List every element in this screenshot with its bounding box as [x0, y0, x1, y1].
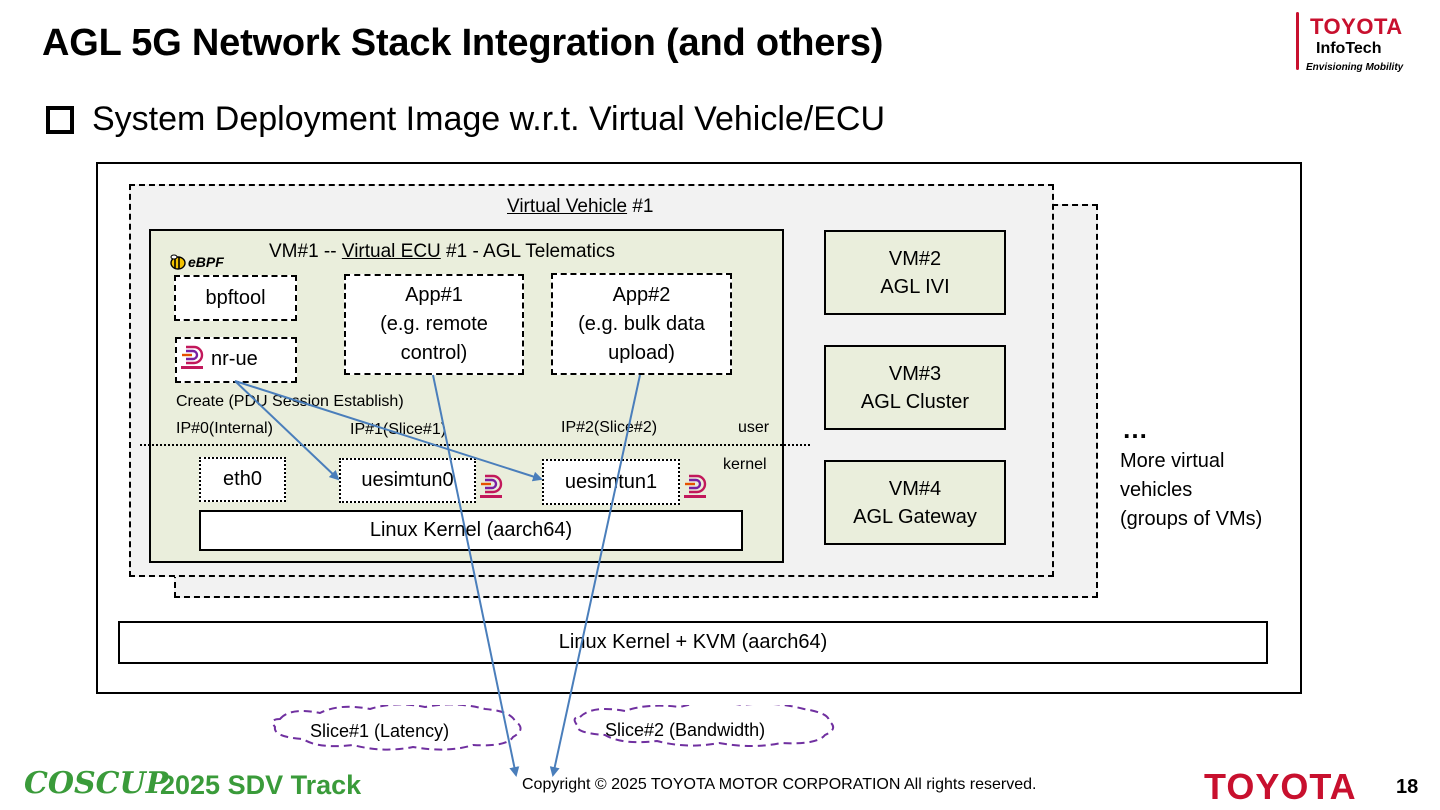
slice2-label: Slice#2 (Bandwidth) — [605, 720, 766, 740]
bee-icon — [170, 254, 186, 270]
copyright-notice: Copyright © 2025 TOYOTA MOTOR CORPORATIO… — [522, 776, 1037, 793]
logo-line2: InfoTech — [1316, 40, 1382, 57]
page-title: AGL 5G Network Stack Integration (and ot… — [42, 22, 884, 64]
ueransim-logo-icon — [181, 345, 204, 369]
nr-ue-label: nr-ue — [211, 348, 258, 370]
ip0-label: IP#0(Internal) — [176, 420, 273, 437]
kernel-space-label: kernel — [723, 456, 767, 473]
user-kernel-divider — [140, 444, 810, 446]
eth0-box: eth0 — [199, 457, 286, 502]
create-pdu-label: Create (PDU Session Establish) — [176, 393, 404, 410]
ueransim-logo-icon — [684, 474, 707, 498]
logo-tagline: Envisioning Mobility — [1306, 62, 1404, 73]
vm1-linux-kernel: Linux Kernel (aarch64) — [199, 510, 743, 551]
logo-line1: TOYOTA — [1310, 14, 1403, 39]
coscup-logo: COSCUP — [24, 766, 169, 801]
slice1-label: Slice#1 (Latency) — [310, 721, 450, 741]
logo-accent-bar — [1296, 12, 1299, 70]
host-linux-kernel-kvm: Linux Kernel + KVM (aarch64) — [118, 621, 1268, 664]
slide-subtitle: System Deployment Image w.r.t. Virtual V… — [46, 100, 885, 139]
uesimtun1-box: uesimtun1 — [542, 459, 680, 505]
subtitle-text: System Deployment Image w.r.t. Virtual V… — [92, 100, 886, 138]
user-space-label: user — [738, 419, 770, 436]
ueransim-logo-icon — [480, 474, 503, 498]
virtual-vehicle-title: Virtual Vehicle #1 — [507, 196, 654, 217]
ip1-label: IP#1(Slice#1) — [350, 421, 447, 438]
bpftool-box: bpftool — [174, 275, 297, 321]
uesimtun0-box: uesimtun0 — [339, 458, 476, 503]
more-vehicles-label: More virtual vehicles (groups of VMs) — [1120, 450, 1263, 530]
host-system-box — [96, 162, 1302, 694]
vm1-title: VM#1 -- Virtual ECU #1 - AGL Telematics — [269, 241, 616, 262]
page-number: 18 — [1396, 776, 1419, 798]
more-dots: … — [1122, 414, 1148, 444]
track-label: 2025 SDV Track — [160, 770, 362, 800]
toyota-brand-logo: TOYOTA — [1204, 766, 1357, 807]
ip2-label: IP#2(Slice#2) — [561, 419, 658, 436]
checkbox-square-icon — [46, 105, 74, 134]
toyota-infotech-logo: TOYOTA InfoTech Envisioning Mobility — [1292, 8, 1424, 80]
nr-ue-box: nr-ue — [175, 337, 297, 383]
ebpf-logo: eBPF — [168, 253, 224, 271]
